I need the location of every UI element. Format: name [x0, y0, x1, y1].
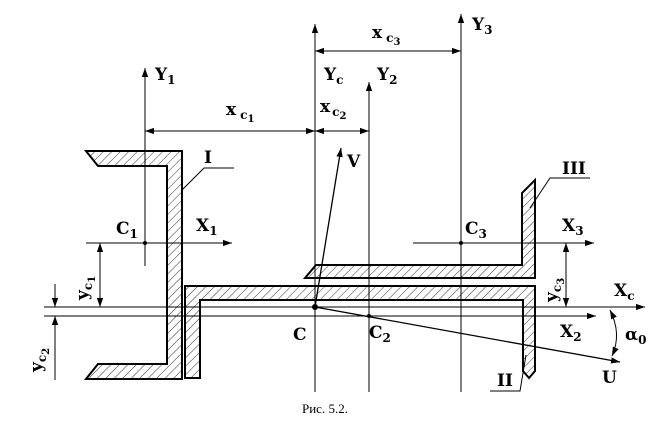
angle-alpha-arc: [609, 309, 619, 357]
svg-text:X1: X1: [196, 216, 218, 238]
svg-text:Xc: Xc: [614, 281, 635, 303]
svg-text:Y1: Y1: [154, 65, 176, 87]
svg-text:xc3: xc3: [372, 23, 400, 48]
centroid-c3: [459, 241, 463, 245]
profile-channel-i: [83, 150, 183, 380]
label-part-ii: II: [497, 371, 513, 391]
label-y3: Y3: [471, 15, 493, 37]
leader-part-i: [181, 167, 234, 191]
axis-v: [314, 147, 343, 308]
label-x2: X2: [560, 322, 582, 344]
label-u: U: [602, 368, 617, 388]
svg-text:X3: X3: [562, 216, 584, 238]
label-v: V: [346, 152, 361, 172]
centroid-c1: [143, 241, 147, 245]
profile-zsection-ii: [184, 285, 536, 380]
label-yc: Yc: [323, 65, 343, 87]
svg-text:Yc: Yc: [323, 65, 343, 87]
centroid-c: [312, 304, 318, 310]
label-y2: Y2: [376, 65, 398, 87]
label-yc1: yc1: [73, 276, 98, 301]
svg-text:Y3: Y3: [471, 15, 493, 37]
label-xc: Xc: [614, 281, 635, 303]
label-part-i: I: [204, 148, 212, 168]
svg-text:yc1: yc1: [73, 276, 98, 301]
svg-text:xc2: xc2: [320, 97, 346, 122]
figure-caption: Рис. 5.2.: [302, 401, 348, 416]
label-c1: C1: [116, 219, 138, 241]
label-x3: X3: [562, 216, 584, 238]
label-part-iii: III: [562, 159, 586, 179]
svg-text:C2: C2: [369, 323, 391, 345]
leader-part-ii: [490, 354, 527, 392]
label-c3: C3: [465, 219, 487, 241]
svg-text:yc3: yc3: [542, 278, 567, 303]
label-yc2: yc2: [27, 348, 52, 373]
svg-text:V: V: [346, 152, 361, 172]
svg-text:C: C: [293, 325, 307, 345]
profile-angle-iii: [302, 177, 536, 279]
label-y1: Y1: [154, 65, 176, 87]
svg-text:α0: α0: [625, 325, 646, 347]
label-alpha: α0: [625, 325, 646, 347]
svg-text:X2: X2: [560, 322, 582, 344]
axis-u: [314, 306, 621, 364]
svg-text:U: U: [602, 368, 617, 388]
svg-text:C3: C3: [465, 219, 487, 241]
centroid-c2: [367, 314, 371, 318]
svg-text:xc1: xc1: [226, 100, 254, 125]
label-x1: X1: [196, 216, 218, 238]
svg-text:yc2: yc2: [27, 348, 52, 373]
label-c: C: [293, 325, 307, 345]
label-yc3: yc3: [542, 278, 567, 303]
label-c2: C2: [369, 323, 391, 345]
svg-text:C1: C1: [116, 219, 138, 241]
leader-part-iii: [529, 177, 590, 209]
svg-text:Y2: Y2: [376, 65, 398, 87]
